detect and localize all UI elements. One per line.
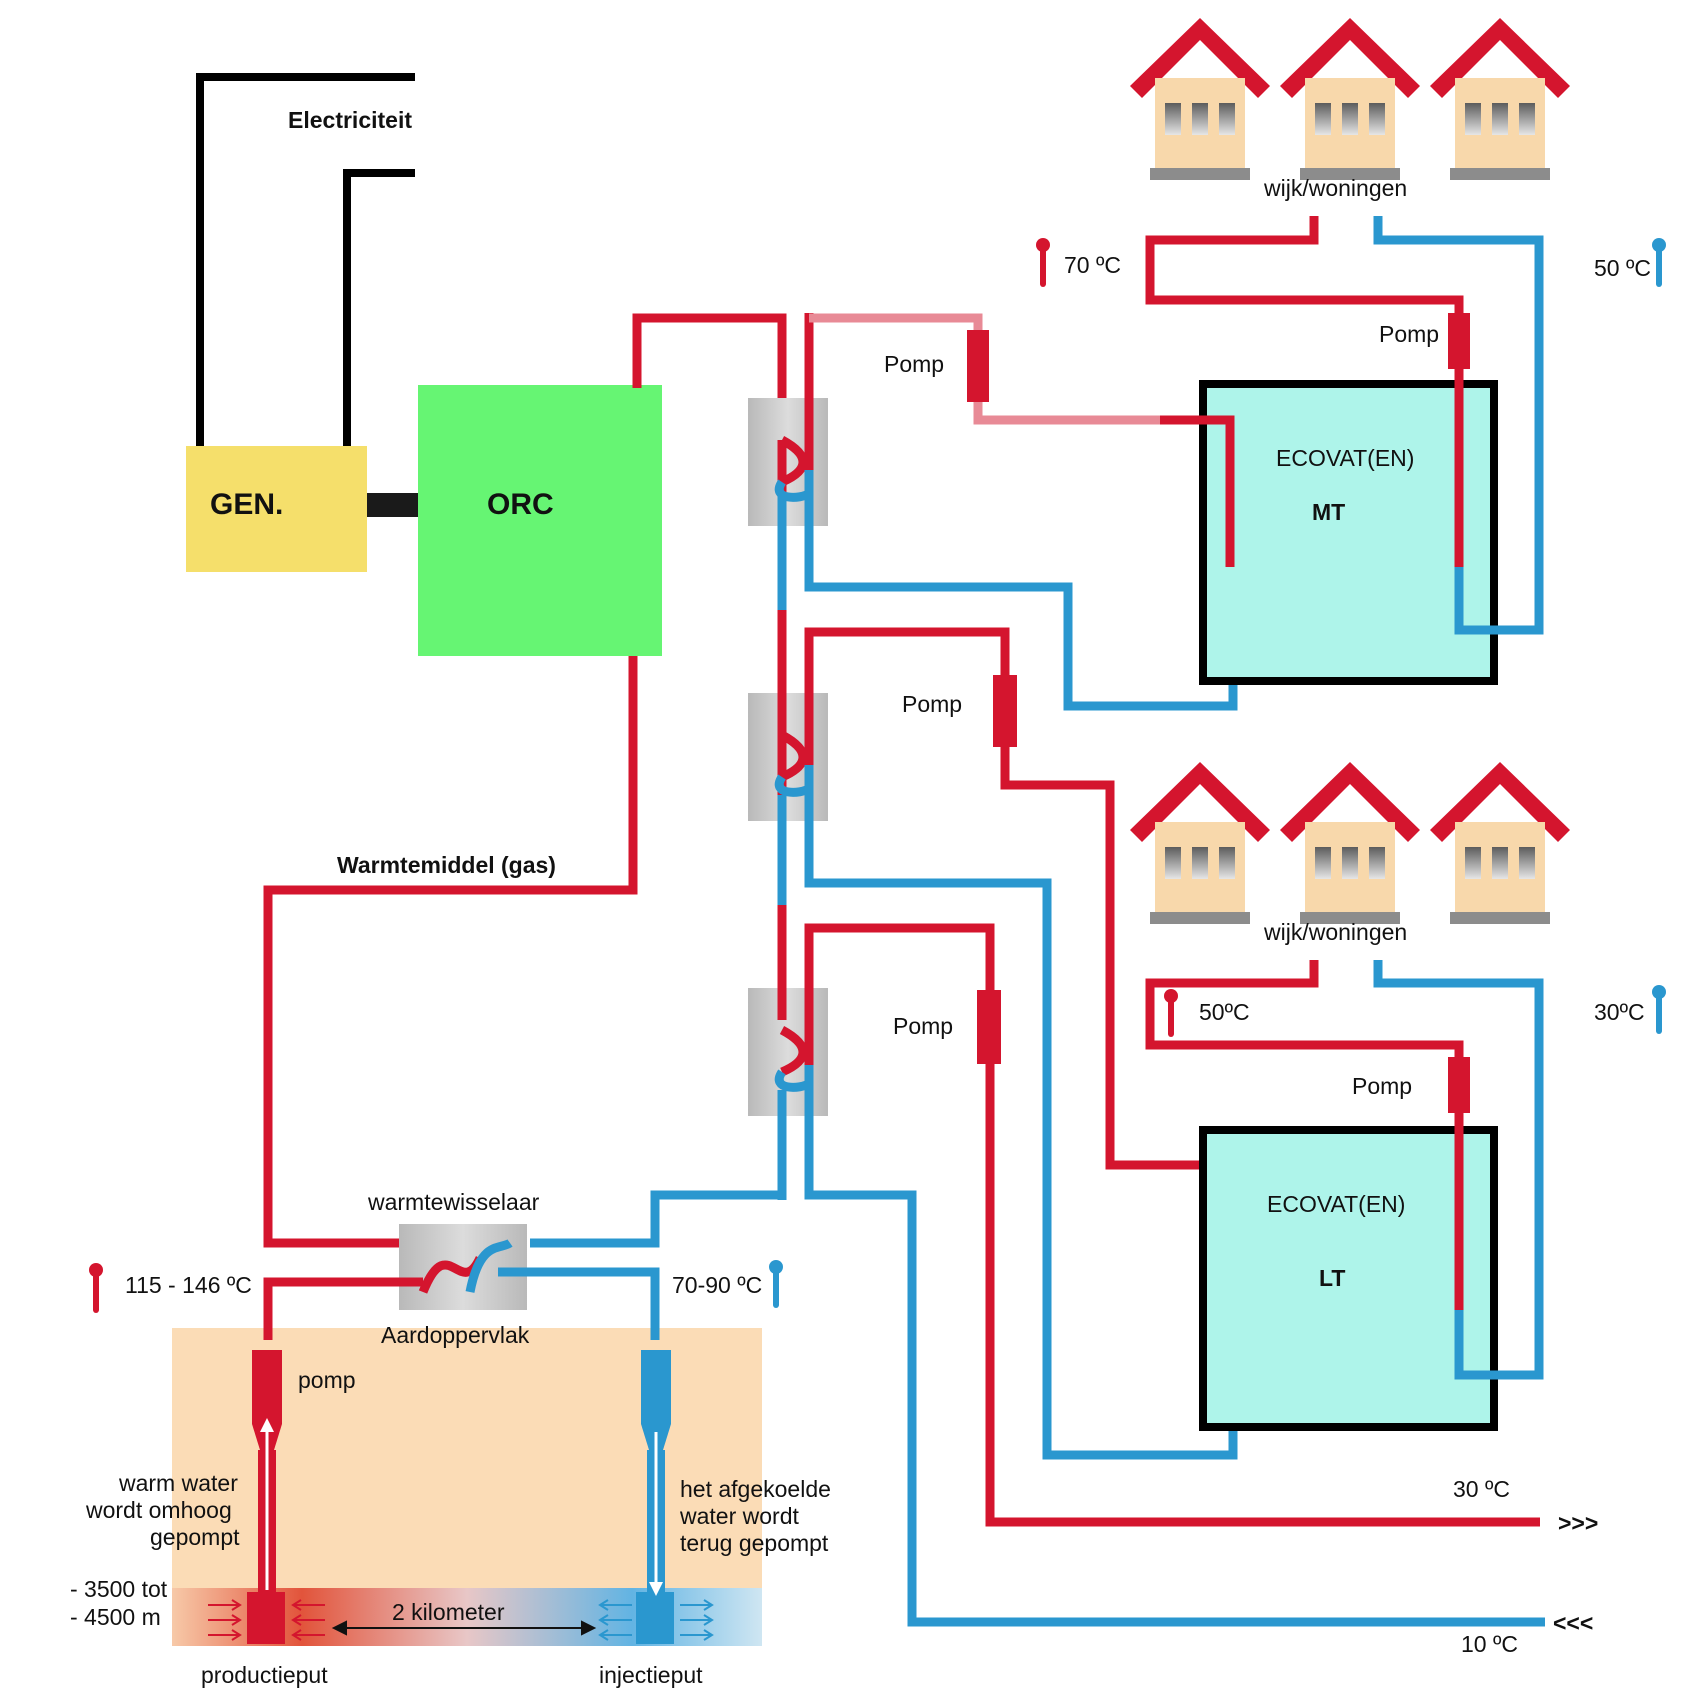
- distance-arrow: [331, 1620, 597, 1636]
- thermometer-cold-icon: [769, 1260, 783, 1308]
- temp-mt-supply: 70 ºC: [1064, 252, 1121, 278]
- pump-mt-feed: [967, 330, 989, 402]
- generator-shaft: [367, 493, 419, 517]
- temp-production: 115 - 146 ºC: [125, 1272, 252, 1298]
- production-pump: [252, 1350, 282, 1424]
- cascade-exchanger-1: [748, 398, 828, 526]
- injection-well-label: injectieput: [599, 1662, 703, 1688]
- heat-medium-pipe-up: [632, 313, 787, 440]
- heat-medium-label: Warmtemiddel (gas): [337, 852, 556, 878]
- heat-exchanger-label: warmtewisselaar: [367, 1189, 540, 1215]
- generator-label: GEN.: [210, 488, 283, 521]
- pump-mt-circuit: [1448, 313, 1470, 369]
- ecovat-mt-code: MT: [1312, 499, 1345, 525]
- pump-lower-label: pomp: [298, 1367, 356, 1393]
- pump-lt-circuit: [1448, 1057, 1470, 1113]
- thermometer-lt-supply-icon: [1164, 989, 1178, 1037]
- warm-water-line-3: gepompt: [150, 1524, 240, 1550]
- pump-label-2: Pomp: [902, 691, 962, 717]
- depth-line-1: - 3500 tot: [70, 1576, 168, 1602]
- main-heat-exchanger: [399, 1224, 527, 1310]
- production-flow-arrows: [208, 1599, 325, 1641]
- pump-outflow: [977, 990, 1001, 1064]
- houses-bottom: [1130, 762, 1570, 924]
- arrow-in: <<<: [1553, 1610, 1593, 1636]
- warm-water-line-1: warm water: [118, 1470, 238, 1496]
- heat-medium-pipe-main: [263, 656, 638, 1248]
- temp-lt-supply: 50ºC: [1199, 999, 1250, 1025]
- arrow-out: >>>: [1558, 1510, 1598, 1536]
- thermometer-hot-icon: [89, 1263, 103, 1313]
- surface-label: Aardoppervlak: [381, 1322, 530, 1348]
- pump-label-lt: Pomp: [1352, 1073, 1412, 1099]
- temp-out: 30 ºC: [1453, 1476, 1510, 1502]
- cooled-water-line-3: terug gepompt: [680, 1530, 829, 1556]
- houses-top: [1130, 18, 1570, 180]
- orc-label: ORC: [487, 488, 554, 521]
- distance-label: 2 kilometer: [392, 1599, 505, 1625]
- ecovat-mt-tank: [1199, 380, 1498, 685]
- injection-flow-arrows: [598, 1599, 714, 1641]
- temp-mt-return: 50 ºC: [1594, 255, 1651, 281]
- injection-pump: [641, 1350, 671, 1424]
- cascade-exchanger-3: [748, 988, 828, 1116]
- temp-in: 10 ºC: [1461, 1631, 1518, 1657]
- ecovat-lt-tank: [1199, 1126, 1498, 1431]
- ecovat-lt-code: LT: [1319, 1265, 1345, 1291]
- cooled-water-line-2: water wordt: [679, 1503, 799, 1529]
- temp-lt-return: 30ºC: [1594, 999, 1645, 1025]
- electricity-wires: [196, 73, 415, 446]
- neighborhood-top-label: wijk/woningen: [1263, 175, 1407, 201]
- neighborhood-bottom-label: wijk/woningen: [1263, 919, 1407, 945]
- generator-box: [186, 446, 367, 572]
- cooled-water-line-1: het afgekoelde: [680, 1476, 831, 1502]
- ecovat-mt-title: ECOVAT(EN): [1276, 445, 1414, 471]
- warm-water-line-2: wordt omhoog: [85, 1497, 232, 1523]
- thermometer-mt-return-icon: [1652, 238, 1666, 287]
- electricity-label: Electriciteit: [288, 107, 412, 133]
- pump-label-1: Pomp: [884, 351, 944, 377]
- thermometer-lt-return-icon: [1652, 985, 1666, 1034]
- temp-return: 70-90 ºC: [672, 1272, 762, 1298]
- depth-line-2: - 4500 m: [70, 1604, 161, 1630]
- production-well-bottom: [247, 1592, 285, 1644]
- pump-label-3: Pomp: [893, 1013, 953, 1039]
- pump-lt-feed: [993, 675, 1017, 747]
- orc-box: [418, 385, 662, 656]
- ecovat-lt-title: ECOVAT(EN): [1267, 1191, 1405, 1217]
- pump-label-mt: Pomp: [1379, 321, 1439, 347]
- production-well-label: productieput: [201, 1662, 328, 1688]
- injection-well-bottom: [636, 1592, 674, 1644]
- thermometer-mt-supply-icon: [1036, 238, 1050, 287]
- cascade-exchanger-2: [748, 693, 828, 821]
